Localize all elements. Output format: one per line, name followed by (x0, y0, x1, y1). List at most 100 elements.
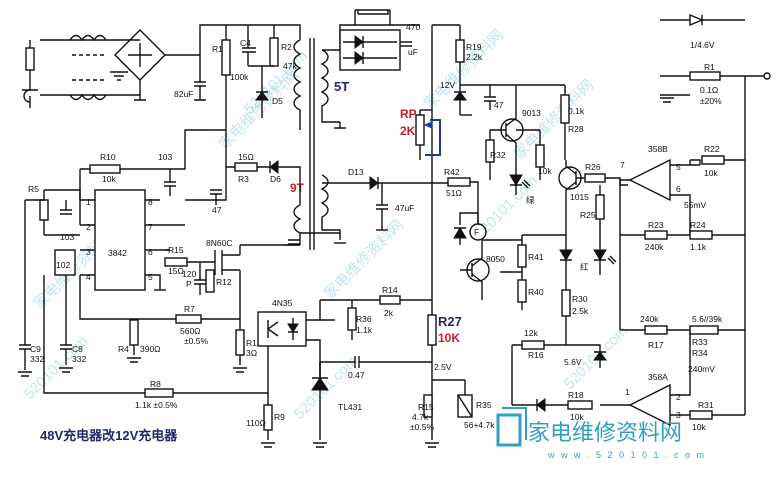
svg-text:D5: D5 (272, 96, 283, 106)
pwm-controller: 3842 1 2 3 4 8 7 6 5 R10 10k 103 R5 103 … (28, 129, 226, 291)
svg-text:0.47: 0.47 (348, 370, 365, 380)
svg-text:10k: 10k (570, 412, 584, 422)
svg-text:332: 332 (72, 354, 86, 364)
output-rectifier-top: 470 uF (339, 9, 420, 71)
svg-text:110Ω: 110Ω (246, 418, 266, 428)
svg-text:103: 103 (158, 152, 172, 162)
svg-text:7: 7 (620, 160, 625, 170)
svg-text:332: 332 (30, 354, 44, 364)
svg-text:R33: R33 (692, 337, 708, 347)
svg-text:5.6//39k: 5.6//39k (692, 314, 723, 324)
svg-text:6: 6 (148, 247, 153, 257)
svg-text:R8: R8 (150, 379, 161, 389)
svg-text:C8: C8 (72, 344, 83, 354)
output-rectifier-bottom: D13 47uF (345, 167, 460, 231)
watermark-9: 家电维修资料网 (511, 77, 597, 163)
svg-text:5: 5 (676, 162, 681, 172)
ic-3842-label: 3842 (108, 248, 127, 258)
svg-text:2.2k: 2.2k (466, 52, 483, 62)
svg-text:R23: R23 (648, 220, 664, 230)
svg-text:240mV: 240mV (688, 364, 715, 374)
svg-text:R15: R15 (168, 245, 184, 255)
svg-text:47: 47 (494, 100, 504, 110)
svg-text:240k: 240k (640, 314, 659, 324)
svg-text:R36: R36 (356, 314, 372, 324)
svg-text:R14: R14 (382, 285, 398, 295)
svg-text:8050: 8050 (486, 254, 505, 264)
ground-symbols (18, 71, 674, 448)
svg-text:R30: R30 (572, 294, 588, 304)
svg-text:R9: R9 (274, 412, 285, 422)
svg-text:R31: R31 (698, 400, 714, 410)
svg-text:绿: 绿 (526, 195, 535, 205)
filter-caps: C9 332 C8 332 (19, 199, 86, 370)
logo-url: w w w . 5 2 0 1 0 1 . c o m (547, 450, 706, 460)
potentiometer-rp: RP 2K (400, 107, 441, 160)
svg-text:R16: R16 (528, 350, 544, 360)
svg-text:F: F (474, 227, 479, 237)
r27-value: 10K (438, 331, 460, 345)
svg-text:±0.5%: ±0.5% (184, 336, 208, 346)
svg-text:±0.5%: ±0.5% (410, 422, 434, 432)
svg-text:uF: uF (408, 47, 418, 57)
svg-text:10k: 10k (538, 166, 552, 176)
svg-text:R15: R15 (418, 402, 434, 412)
svg-text:5: 5 (148, 272, 153, 282)
svg-text:2.5V: 2.5V (434, 362, 452, 372)
svg-text:R5: R5 (28, 184, 39, 194)
svg-text:R32: R32 (490, 150, 506, 160)
mosfet-label: 8N60C (206, 238, 232, 248)
feedback-divider: R8 1.1k ±0.5% 110Ω R9 (43, 275, 285, 440)
svg-text:R17: R17 (648, 340, 664, 350)
site-logo: 家电维修资料网 w w w . 5 2 0 1 0 1 . c o m (496, 407, 706, 460)
svg-text:1.1k ±0.5%: 1.1k ±0.5% (135, 400, 178, 410)
svg-text:1: 1 (86, 197, 91, 207)
svg-text:R34: R34 (692, 348, 708, 358)
svg-text:5.6V: 5.6V (564, 357, 582, 367)
mains-input: 82uF (22, 24, 220, 108)
svg-text:15Ω: 15Ω (238, 152, 254, 162)
svg-text:2k: 2k (384, 308, 394, 318)
svg-text:47uF: 47uF (395, 203, 414, 213)
svg-text:D13: D13 (348, 167, 364, 177)
turns-9T: 9T (290, 181, 305, 195)
svg-text:R25: R25 (580, 210, 596, 220)
svg-text:7: 7 (148, 222, 153, 232)
svg-text:55mV: 55mV (684, 200, 707, 210)
svg-text:±20%: ±20% (700, 96, 722, 106)
svg-text:8: 8 (148, 197, 153, 207)
svg-text:R1: R1 (212, 44, 223, 54)
svg-text:240k: 240k (645, 242, 664, 252)
svg-text:R42: R42 (444, 167, 460, 177)
svg-text:D6: D6 (270, 174, 281, 184)
watermark-4: 520101.com (21, 332, 91, 402)
svg-text:10k: 10k (102, 174, 116, 184)
schematic-title: 48V充电器改12V充电器 (40, 428, 178, 443)
svg-text:R28: R28 (568, 124, 584, 134)
svg-text:1015: 1015 (570, 192, 589, 202)
svg-text:102: 102 (56, 260, 70, 270)
svg-text:C9: C9 (30, 344, 41, 354)
svg-text:3Ω: 3Ω (246, 348, 257, 358)
r27-label: R27 (438, 314, 462, 329)
svg-text:R26: R26 (585, 162, 601, 172)
svg-text:2: 2 (676, 392, 681, 402)
svg-text:R10: R10 (100, 152, 116, 162)
svg-text:120: 120 (182, 269, 196, 279)
svg-text:2: 2 (86, 222, 91, 232)
svg-text:4.7k: 4.7k (412, 412, 429, 422)
svg-text:R2: R2 (281, 42, 292, 52)
fan-driver: 红 8050 F R41 R40 R42 51Ω (444, 167, 617, 310)
logo-text: 家电维修资料网 (528, 420, 682, 445)
svg-text:C4: C4 (240, 38, 251, 48)
svg-text:6: 6 (676, 184, 681, 194)
svg-text:390Ω: 390Ω (140, 344, 161, 354)
opamp-358a-label: 358A (648, 372, 668, 382)
svg-text:12k: 12k (524, 328, 538, 338)
current-sense: R7 560Ω ±0.5% R4 390Ω R13 3Ω (79, 275, 262, 365)
mosfet-stage: R15 15Ω 8N60C 120 P R12 (164, 238, 300, 320)
svg-text:R24: R24 (690, 220, 706, 230)
snubber-network: R1 100k C4 R2 47k D5 (212, 24, 301, 130)
indicator-driver: 0.1k R28 1015 R26 R25 (558, 85, 628, 230)
opamp-358a: 358A 1 2 3 R18 10k 240k R17 5.6//39k R33… (512, 180, 745, 432)
